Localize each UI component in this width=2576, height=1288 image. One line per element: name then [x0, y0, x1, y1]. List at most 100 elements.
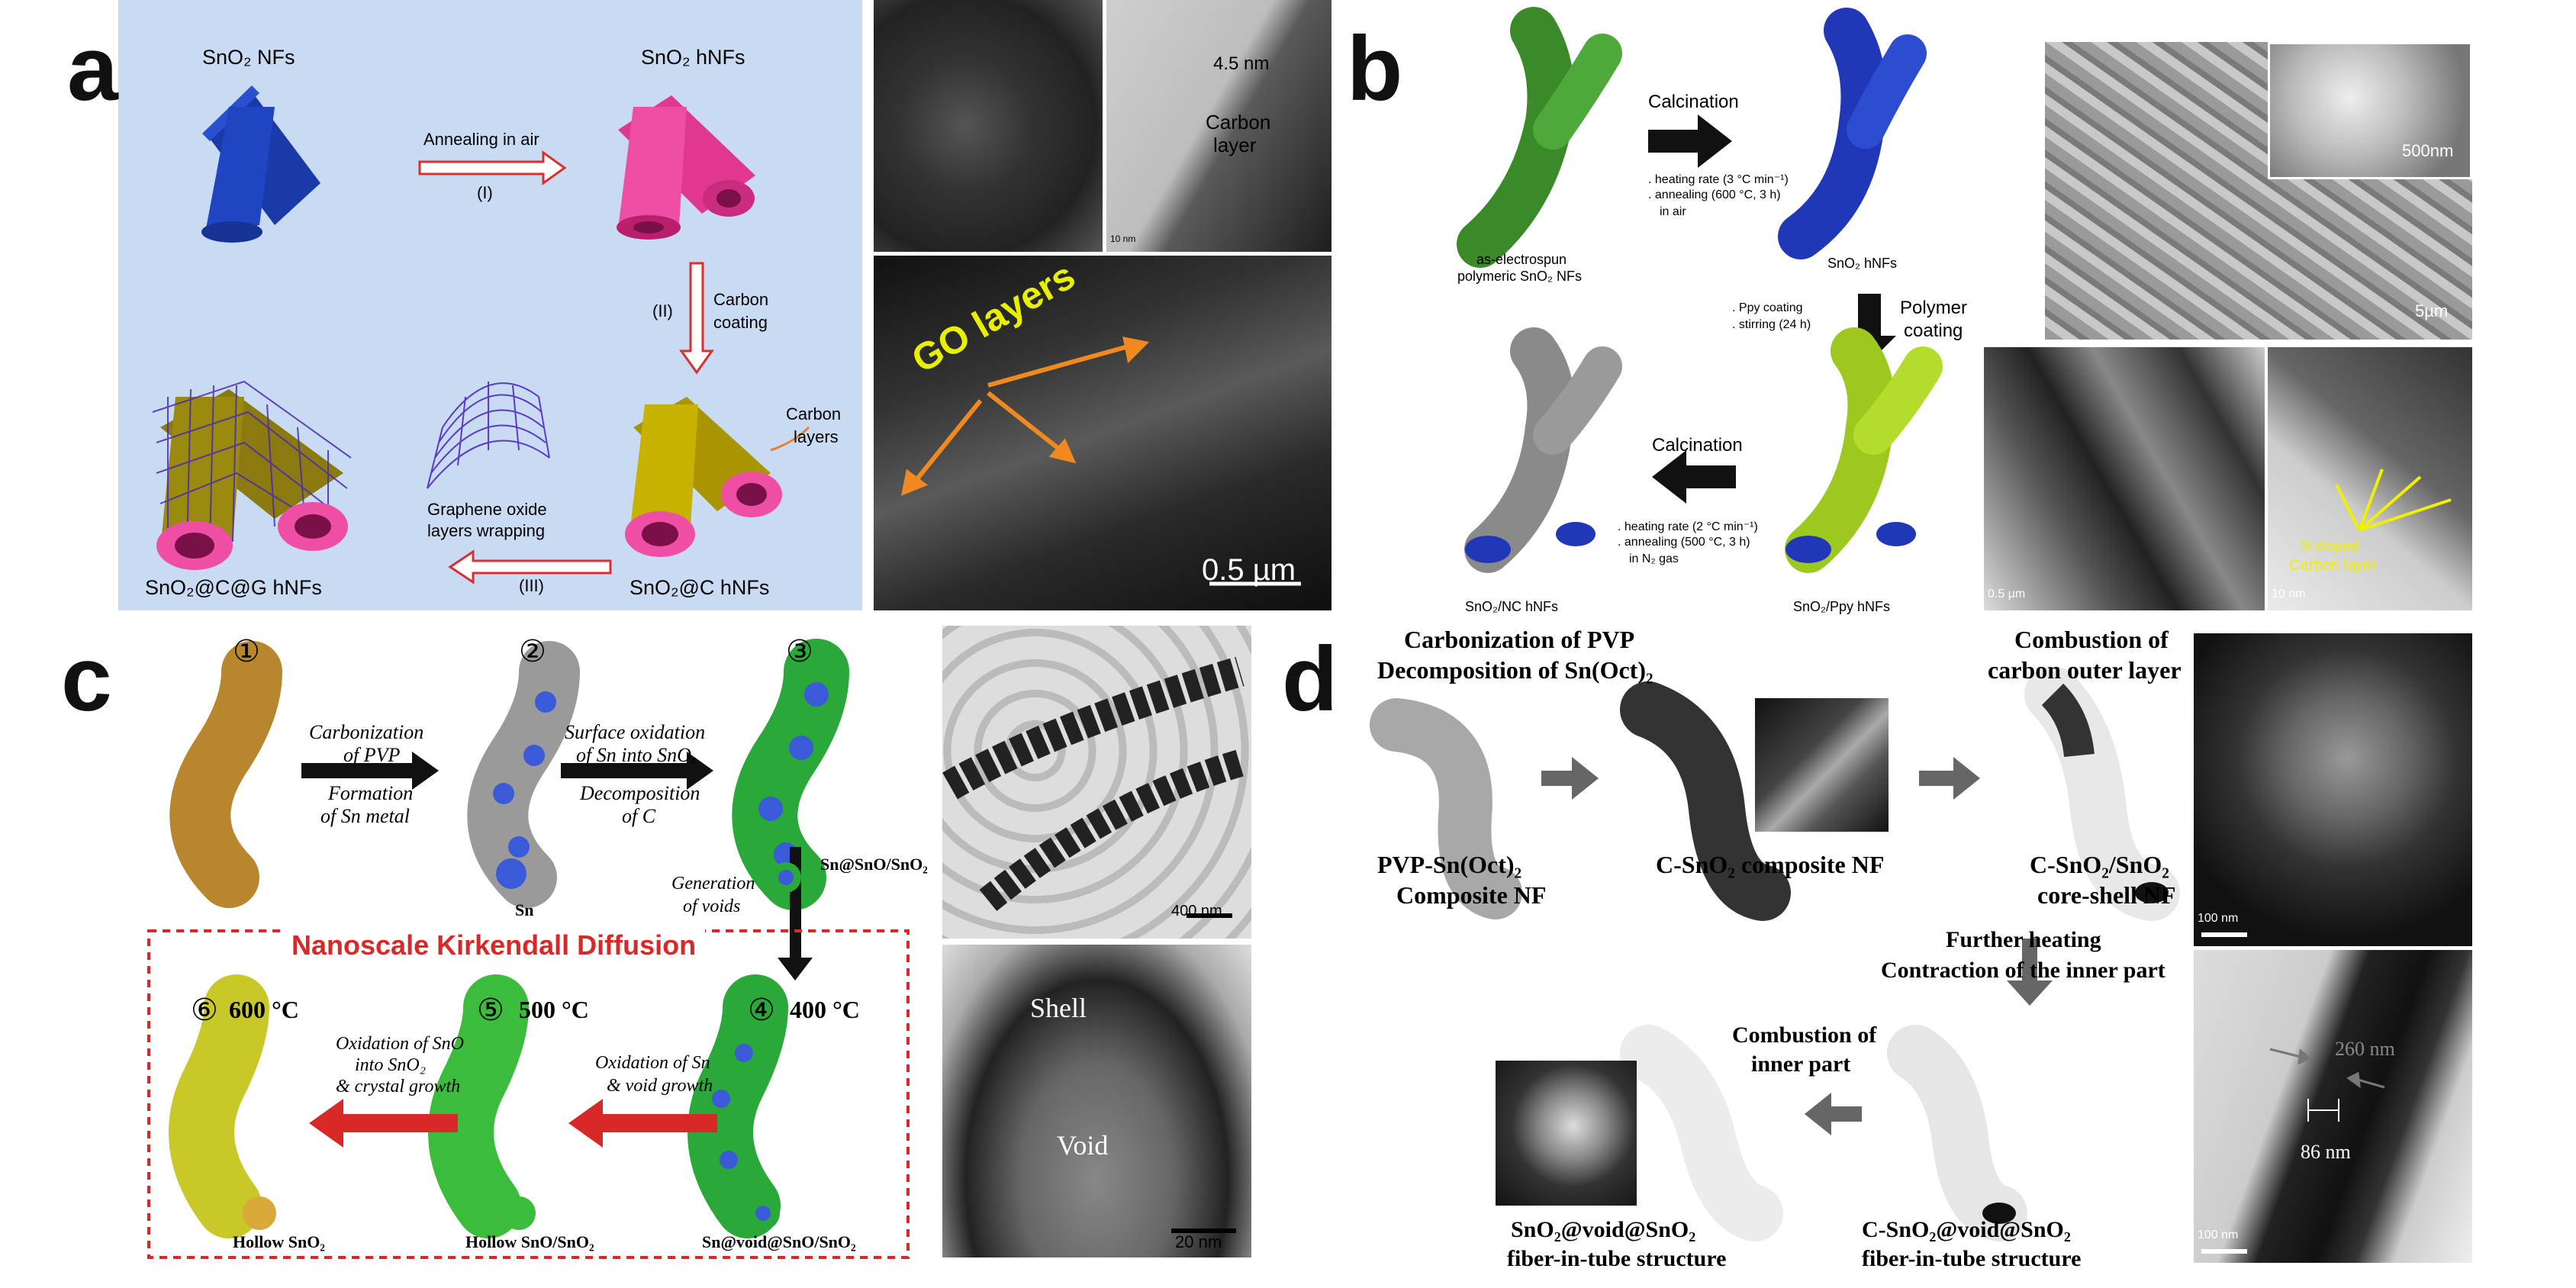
label-ox-sn-2: & void growth	[607, 1076, 713, 1096]
label-ox-sno-2: into SnO₂	[355, 1055, 427, 1075]
label-comb-inner-1: Combustion of	[1732, 1022, 1877, 1048]
panel-d-letter: d	[1282, 628, 1338, 730]
scale-bar-500nm: 500nm	[2402, 141, 2454, 160]
go-arrows	[900, 336, 1301, 586]
label-surf-2: of Sn into SnOₓ	[576, 744, 697, 766]
tem-image-go-layers	[874, 256, 1331, 610]
label-comb-1: Combustion of	[2014, 626, 2169, 653]
label-sno2-nc: SnO₂/NC hNFs	[1465, 599, 1559, 614]
label-carbon-layer-1: Carbon	[1206, 111, 1271, 134]
grey-nc-fiber	[1464, 327, 1622, 573]
label-annealing: Annealing in air	[423, 130, 539, 149]
chain-overlay	[942, 656, 1245, 918]
label-decomp-sn: Decomposition of Sn(Oct)₂	[1377, 656, 1653, 684]
label-t600: 600 °C	[229, 996, 299, 1023]
scale-bar-10nm: 10 nm	[1110, 233, 1136, 244]
label-d86: 86 nm	[2301, 1141, 2351, 1163]
sem-inset-c-sno2	[1755, 698, 1889, 832]
label-hollow-sno2: Hollow SnO₂	[233, 1232, 325, 1251]
label-void: Void	[1057, 1130, 1109, 1161]
label-as-spun-1: as-electrospun	[1476, 252, 1567, 267]
tem-image-n-doped	[2268, 347, 2472, 610]
label-carbon-coating-1: Carbon	[713, 290, 769, 309]
arrow-annealing	[418, 150, 567, 185]
scale-bar-20nm: 20 nm	[1175, 1232, 1222, 1251]
label-decomp-1: Decomposition	[580, 782, 700, 804]
label-carb-pvp: Carbonization of PVP	[1404, 626, 1635, 653]
sn-sphere-icon	[496, 858, 526, 889]
scale-bar-400nm: 400 nm	[1171, 903, 1222, 919]
fiber-pvp-composite	[1370, 698, 1522, 919]
panel-b-letter: b	[1347, 18, 1403, 120]
fiber-step-4	[687, 974, 788, 1238]
tem-image-carbon-layer	[1106, 0, 1331, 252]
label-b-sno2-hnfs: SnO₂ hNFs	[1827, 256, 1898, 271]
label-comb-2: carbon outer layer	[1988, 656, 2182, 684]
label-cond-bot-2: . annealing (500 °C, 3 h)	[1618, 536, 1750, 549]
label-ox-sn-1: Oxidation of Sn	[595, 1053, 710, 1073]
label-sn: Sn	[515, 900, 534, 919]
label-step-1: (I)	[477, 183, 493, 202]
label-n-doped-2: Carbon layer	[2289, 557, 2377, 574]
arrow-surface-oxidation	[561, 752, 713, 790]
label-n2: ②	[519, 634, 546, 668]
sem-image-fiber-in-tube	[2194, 633, 2472, 946]
label-ppy-1: . Ppy coating	[1732, 301, 1803, 314]
label-carbon-coating-2: coating	[713, 313, 768, 332]
label-fit-1: SnO₂@void@SnO₂	[1511, 1217, 1696, 1242]
label-n5: ⑤	[477, 993, 504, 1027]
label-sno2-c-hnfs: SnO₂@C hNFs	[630, 576, 770, 599]
label-n-doped-1: N-doped	[2301, 538, 2359, 555]
fiber-step-6	[169, 974, 269, 1238]
tem-image-shell-void	[942, 945, 1251, 1257]
label-d260: 260 nm	[2335, 1038, 2395, 1060]
fiber-c-sno2-void	[1887, 1025, 2027, 1241]
as-electrospun-fiber	[1457, 7, 1622, 268]
label-as-spun-2: polymeric SnO₂ NFs	[1457, 269, 1583, 284]
label-n6: ⑥	[191, 993, 218, 1027]
scale-bar-0-5um: 0.5 µm	[1202, 553, 1296, 587]
lime-ppy-fiber	[1785, 327, 1943, 573]
label-heat-1: Further heating	[1946, 927, 2101, 952]
label-sno2-c-g-hnfs: SnO₂@C@G hNFs	[145, 576, 322, 599]
arrow-d-4	[1805, 1093, 1862, 1135]
arrow-calcination-top	[1648, 114, 1732, 168]
sem-inset-fiber-in-tube	[1496, 1061, 1637, 1206]
scale-bar-d-100nm-bottom: 100 nm	[2198, 1228, 2239, 1241]
label-cond-top-2: . annealing (600 °C, 3 h)	[1648, 188, 1781, 201]
label-decomp-2: of C	[622, 805, 656, 827]
label-carb-1: Carbonization	[309, 721, 424, 743]
arrow-d-1	[1541, 757, 1599, 800]
fiber-step-2	[467, 641, 580, 908]
scale-bar-5um: 5µm	[2415, 301, 2449, 320]
tem-dimension-marks	[2201, 1048, 2385, 1254]
panel-a-letter: a	[67, 18, 118, 120]
scale-bar-b-10nm: 10 nm	[2272, 588, 2306, 601]
blue-sno2-hnf-fiber	[1778, 8, 1927, 259]
label-calcination-bottom: Calcination	[1652, 435, 1743, 456]
label-thickness: 4.5 nm	[1213, 53, 1270, 74]
label-ox-sno-1: Oxidation of SnO	[336, 1034, 464, 1054]
label-go-wrap-1: Graphene oxide	[427, 500, 547, 519]
sno2-c-hnfs-cylinders	[625, 397, 810, 557]
scale-bar-20nm-line	[1171, 1228, 1236, 1233]
arrow-d-3	[2007, 939, 2053, 1006]
label-cond-bot-1: . heating rate (2 °C min⁻¹)	[1618, 520, 1758, 533]
sno2-hnfs-cylinders	[617, 95, 755, 240]
scale-bar-b-0-5um: 0.5 µm	[1988, 588, 2026, 601]
label-fit-2: fiber-in-tube structure	[1507, 1246, 1727, 1271]
arrow-void-generation	[778, 847, 813, 980]
sem-inset-tube	[2268, 42, 2472, 179]
sem-scale-line	[2201, 932, 2247, 937]
graphene-oxide-sheet	[427, 382, 550, 489]
label-polymer-2: coating	[1904, 320, 1963, 341]
arrow-oxidation-sno	[309, 1099, 458, 1148]
label-sno2-nfs: SnO₂ NFs	[202, 46, 295, 69]
label-cs-2: core-shell NF	[2037, 881, 2176, 909]
tem-image-fiber-in-tube	[2194, 950, 2472, 1263]
label-go-wrap-2: layers wrapping	[427, 521, 546, 540]
label-polymer-1: Polymer	[1900, 298, 1968, 318]
label-heat-2: Contraction of the inner part	[1881, 958, 2165, 983]
